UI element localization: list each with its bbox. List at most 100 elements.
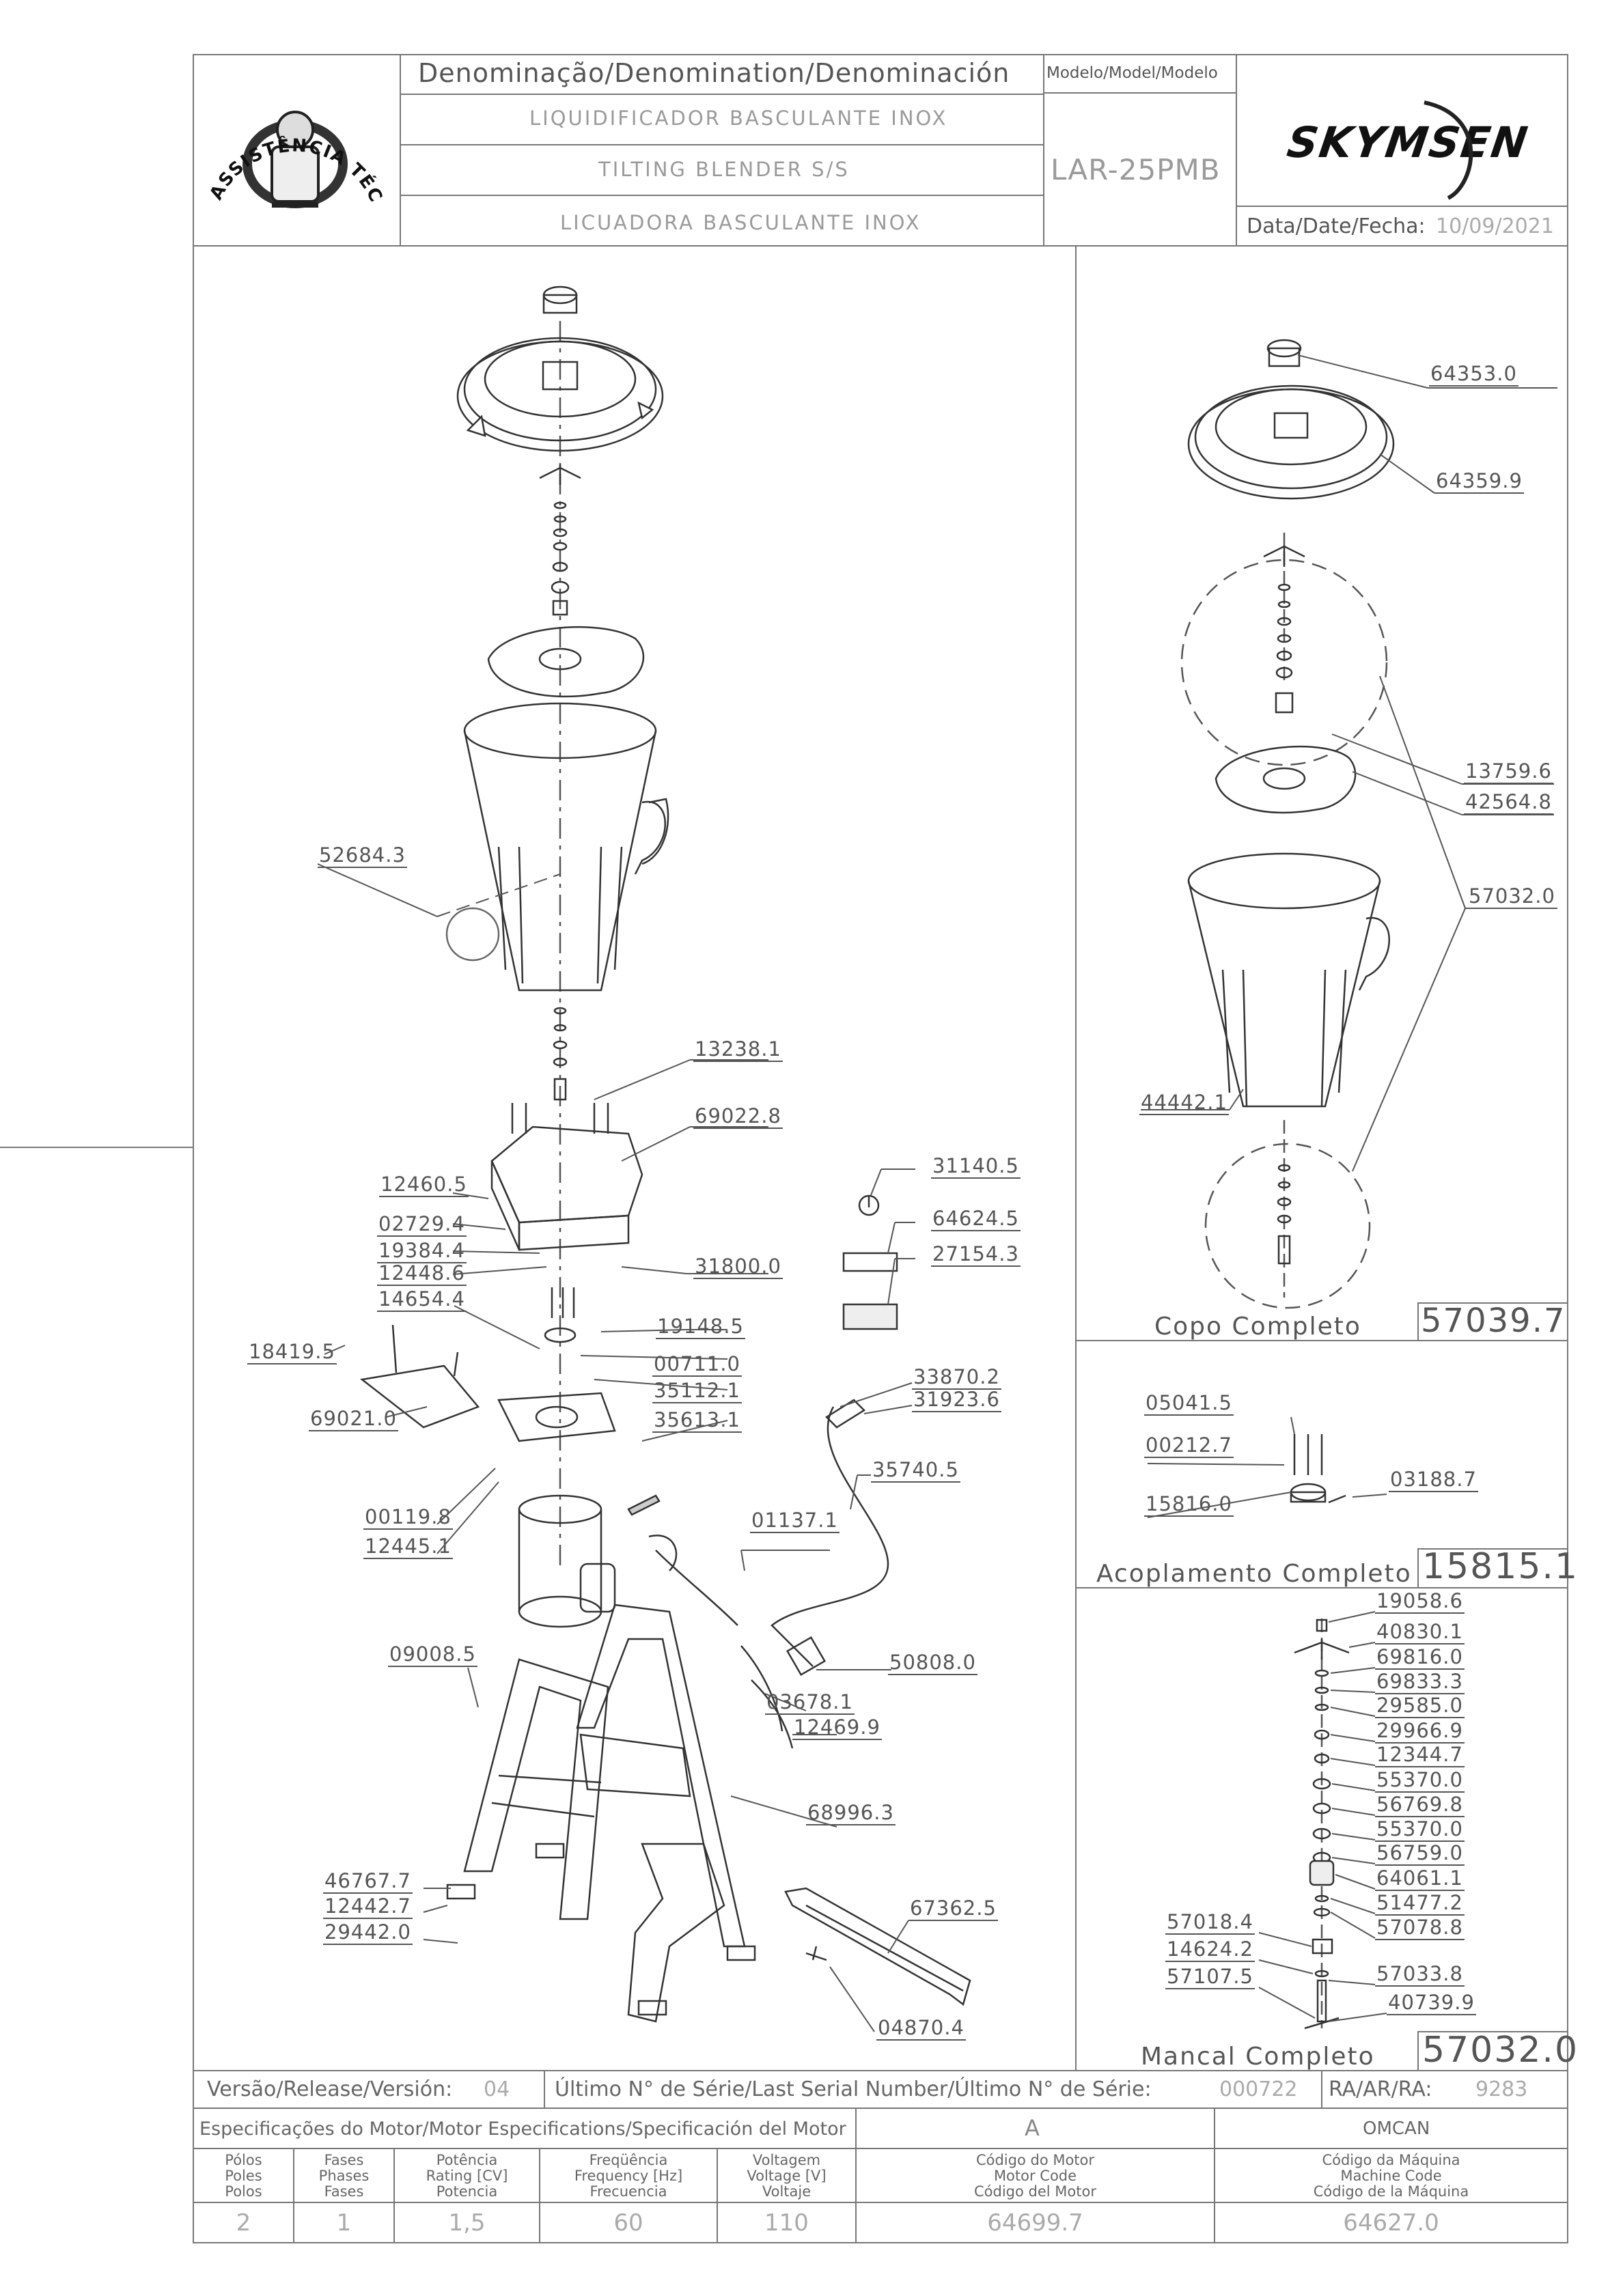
val-machine-code: 64627.0 [1343, 2209, 1439, 2237]
mancal-code: 57032.0 [1422, 2030, 1579, 2071]
part-label: 56769.8 [1375, 1793, 1465, 1817]
part-label: 46767.7 [323, 1869, 413, 1894]
col-poles: Pólos Poles Polos [225, 2152, 262, 2200]
part-label: 40739.9 [1387, 1991, 1476, 2015]
col-power: Potência Rating [CV] Potencia [426, 2152, 508, 2200]
part-label: 29585.0 [1375, 1694, 1465, 1718]
part-label: 12344.7 [1375, 1743, 1465, 1767]
motor-spec-label: Especificações do Motor/Motor Especifica… [199, 2118, 846, 2140]
part-label: 00212.7 [1144, 1433, 1234, 1458]
ra-value: 9283 [1475, 2077, 1528, 2101]
col-machine-code: Código da Máquina Machine Code Código de… [1313, 2152, 1469, 2200]
part-label: 35112.1 [652, 1379, 742, 1403]
ra-label: RA/AR/RA: [1329, 2077, 1432, 2101]
part-label: 57107.5 [1165, 1965, 1255, 1989]
serial-label: Último N° de Série/Last Serial Number/Úl… [555, 2077, 1152, 2101]
part-label: 19384.4 [377, 1239, 467, 1263]
part-label: 03188.7 [1389, 1468, 1478, 1492]
maker-name: OMCAN [1363, 2118, 1430, 2139]
col-motor-code: Código do Motor Motor Code Código del Mo… [974, 2152, 1096, 2200]
val-motor-code: 64699.7 [987, 2209, 1083, 2237]
val-power: 1,5 [448, 2209, 486, 2237]
version-label: Versão/Release/Versión: [207, 2077, 453, 2101]
part-label: 64359.9 [1434, 469, 1524, 494]
part-label: 13238.1 [693, 1037, 783, 1062]
date-value: 10/09/2021 [1436, 214, 1554, 238]
serial-value: 000722 [1219, 2077, 1298, 2101]
part-label: 57033.8 [1375, 1962, 1465, 1987]
product-name-en: TILTING BLENDER S/S [598, 158, 850, 181]
part-label: 35740.5 [871, 1458, 960, 1483]
part-label: 69833.3 [1375, 1670, 1465, 1694]
part-label: 14654.4 [377, 1287, 467, 1312]
part-label: 44442.1 [1139, 1091, 1229, 1115]
acoplamento-title: Acoplamento Completo [1096, 1560, 1412, 1588]
part-label: 01137.1 [750, 1509, 840, 1533]
part-label: 00119.8 [363, 1505, 453, 1530]
part-label: 64353.0 [1429, 362, 1518, 387]
val-phases: 1 [336, 2209, 352, 2237]
mancal-title: Mancal Completo [1141, 2043, 1375, 2071]
part-label: 12442.7 [323, 1894, 413, 1919]
part-label: 19058.6 [1375, 1589, 1465, 1614]
part-label: 42564.8 [1464, 790, 1553, 815]
part-label: 03678.1 [765, 1690, 855, 1715]
part-label: 69816.0 [1375, 1645, 1465, 1670]
col-phases: Fases Phases Fases [318, 2152, 370, 2200]
part-label: 40830.1 [1375, 1620, 1465, 1644]
val-frequency: 60 [613, 2209, 643, 2237]
part-label: 13759.6 [1464, 759, 1553, 784]
part-label: 33870.2 [912, 1365, 1001, 1390]
part-label: 31923.6 [912, 1388, 1001, 1412]
part-label: 57018.4 [1165, 1910, 1255, 1935]
part-label: 19148.5 [656, 1315, 745, 1339]
val-poles: 2 [236, 2209, 251, 2237]
part-label: 52684.3 [318, 843, 407, 868]
model-label: Modelo/Model/Modelo [1046, 64, 1218, 82]
part-label: 50808.0 [888, 1651, 977, 1675]
part-label: 57032.0 [1467, 884, 1557, 909]
part-label: 67362.5 [908, 1896, 998, 1921]
version-value: 04 [484, 2077, 510, 2101]
part-label: 29966.9 [1375, 1719, 1465, 1744]
part-label: 12469.9 [792, 1716, 882, 1740]
part-label: 29442.0 [323, 1920, 413, 1945]
model-value: LAR-25PMB [1051, 153, 1221, 186]
part-label: 00711.0 [652, 1352, 742, 1377]
part-label: 31140.5 [931, 1154, 1021, 1179]
val-voltage: 110 [764, 2209, 809, 2237]
part-label: 14624.2 [1165, 1937, 1255, 1962]
part-label: 05041.5 [1144, 1391, 1234, 1416]
part-label: 12460.5 [379, 1173, 469, 1197]
part-label: 55370.0 [1375, 1768, 1465, 1793]
col-voltage: Voltagem Voltage [V] Voltaje [747, 2152, 827, 2200]
part-label: 04870.4 [876, 2016, 966, 2041]
product-name-pt: LIQUIDIFICADOR BASCULANTE INOX [529, 107, 948, 130]
part-label: 31800.0 [693, 1255, 783, 1279]
part-label: 09008.5 [388, 1642, 477, 1667]
product-name-es: LICUADORA BASCULANTE INOX [560, 211, 921, 234]
part-label: 27154.3 [931, 1242, 1021, 1267]
acoplamento-code: 15815.1 [1422, 1546, 1579, 1587]
part-label: 69022.8 [693, 1104, 783, 1129]
part-label: 15816.0 [1144, 1492, 1234, 1517]
col-frequency: Freqüência Frequency [Hz] Frecuencia [574, 2152, 683, 2200]
part-label: 64624.5 [931, 1207, 1021, 1231]
part-label: 35613.1 [652, 1408, 742, 1433]
part-label: 56759.0 [1375, 1841, 1465, 1866]
part-label: 64061.1 [1375, 1866, 1465, 1891]
part-label: 69021.0 [309, 1407, 398, 1431]
part-label: 57078.8 [1375, 1916, 1465, 1940]
part-label: 18419.5 [247, 1340, 337, 1364]
date-label: Data/Date/Fecha: [1247, 214, 1426, 238]
part-label: 51477.2 [1375, 1891, 1465, 1916]
part-label: 02729.4 [377, 1212, 467, 1237]
denomination-label: Denominação/Denomination/Denominación [418, 58, 1010, 88]
part-label: 68996.3 [806, 1801, 896, 1825]
copo-title: Copo Completo [1154, 1313, 1361, 1341]
